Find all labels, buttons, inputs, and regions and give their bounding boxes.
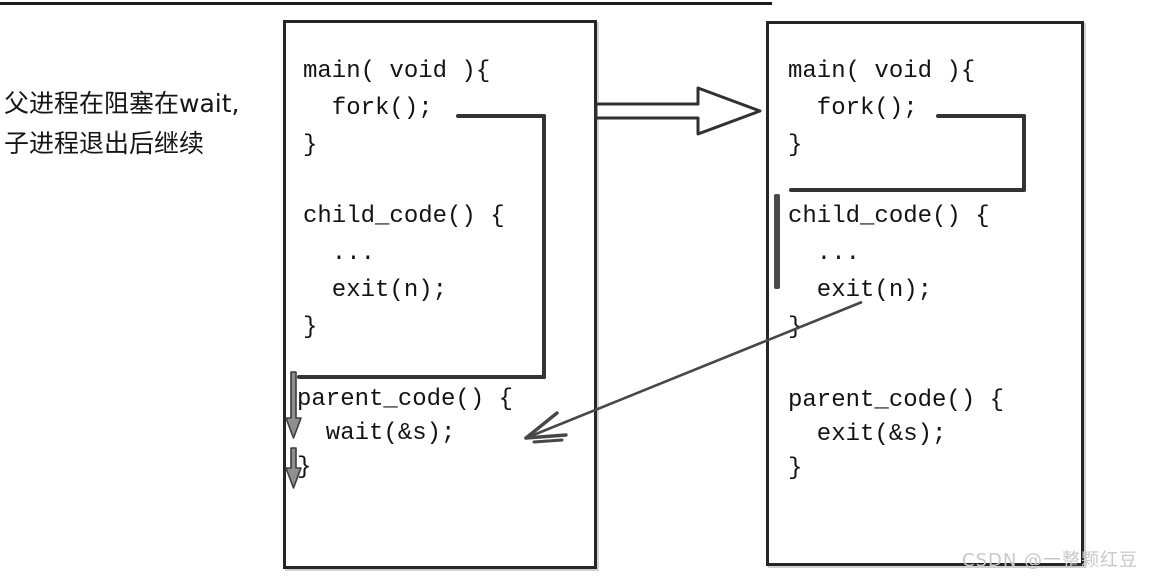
left-fork-bracket-bottom [297,375,546,379]
execution-flow-down-arrows-icon [285,371,302,489]
left-parent-code: parent_code() { wait(&s); } [297,386,514,481]
child-code-highlight-line [774,194,780,289]
right-parent-code: parent_code() { exit(&s); } [788,387,1005,482]
annotation-text: 父进程在阻塞在wait, 子进程退出后继续 [4,84,239,164]
right-fork-bracket-top [936,114,1026,118]
process-copy-arrow-icon [594,86,762,136]
left-fork-bracket-top [456,114,546,118]
left-main-code: main( void ){ fork(); } [303,58,491,159]
right-fork-bracket-right [1022,114,1026,192]
left-child-code: child_code() { ... exit(n); } [303,203,505,341]
exit-to-wait-arrow-icon [524,300,863,444]
right-fork-bracket-bottom [789,188,1026,192]
right-child-code: child_code() { ... exit(n); } [788,203,990,341]
child-process-box [766,21,1084,566]
left-fork-bracket-right [542,114,546,379]
annotation-line-1: 父进程在阻塞在wait, [4,89,240,118]
top-crop-line [0,2,772,5]
right-main-code: main( void ){ fork(); } [788,58,976,159]
annotation-line-2: 子进程退出后继续 [4,129,205,158]
watermark: CSDN @一整颗红豆 [962,550,1139,571]
